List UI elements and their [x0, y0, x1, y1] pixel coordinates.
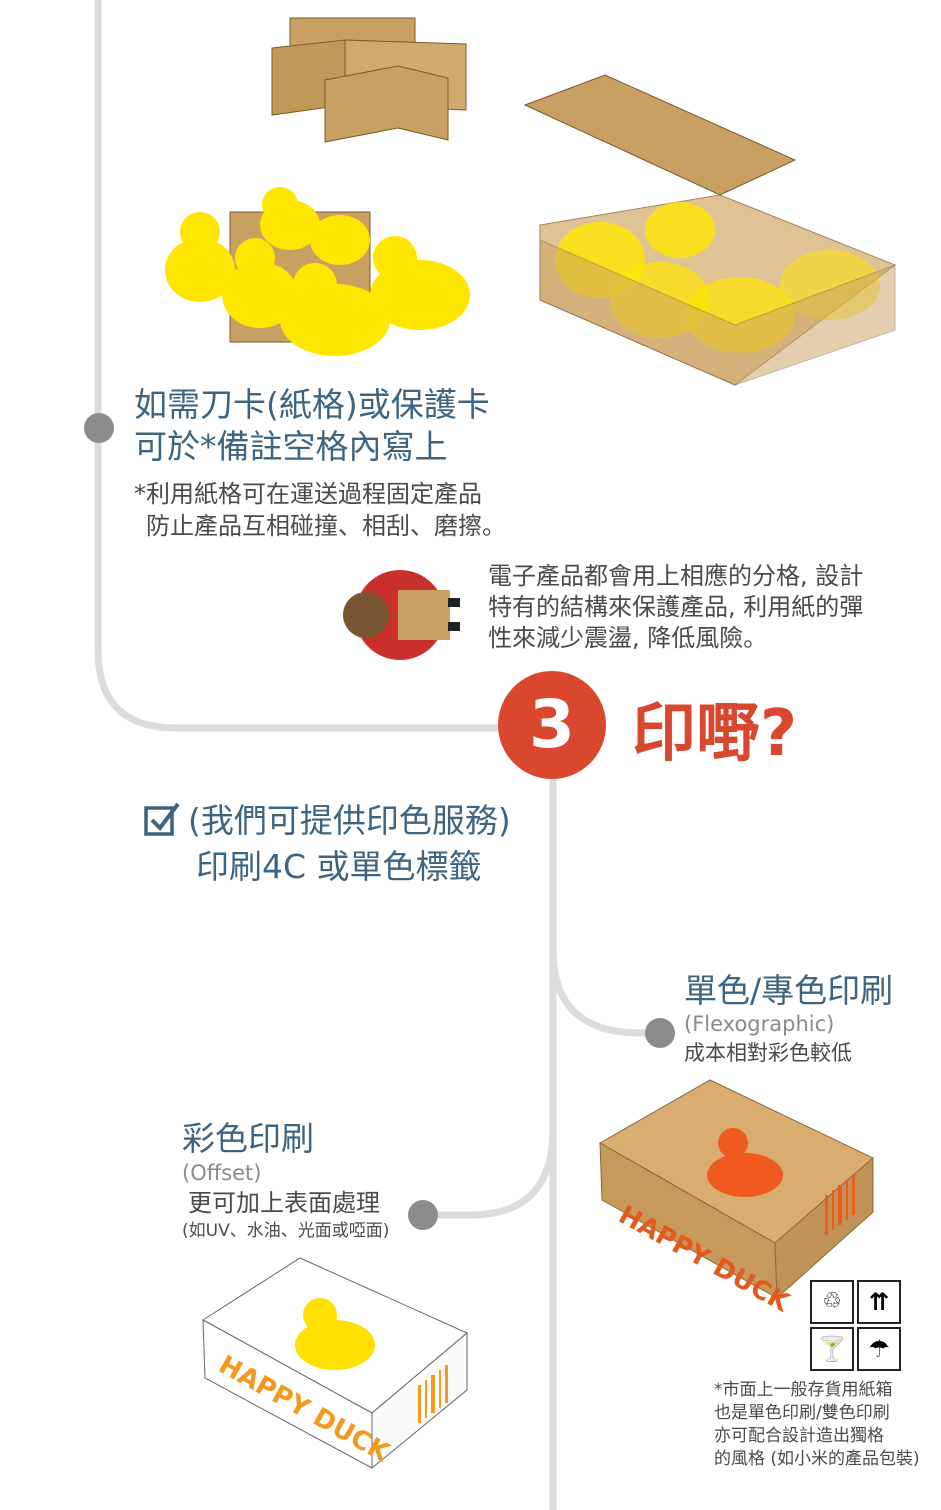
- timeline-upper: [94, 0, 500, 732]
- divider-title-line: 可於*備註空格內寫上: [134, 427, 448, 466]
- divider-note-line: 防止產品互相碰撞、相刮、磨擦。: [146, 512, 506, 540]
- offset-detail: (如UV、水油、光面或啞面): [182, 1221, 390, 1241]
- info-line: 性來減少震盪, 降低風險。: [488, 624, 768, 652]
- print-service-text: (我們可提供印色服務) 印刷4C 或單色標籤: [188, 798, 511, 890]
- flexo-note: *市面上一般存貨用紙箱 也是單色印刷/雙色印刷 亦可配合設計造出獨格 的風格 (…: [714, 1379, 920, 1471]
- person-carrying-box-illustration: [343, 570, 460, 660]
- offset-desc: 更可加上表面處理: [188, 1189, 380, 1217]
- keep-dry-umbrella-icon: ☂: [857, 1327, 901, 1371]
- flexo-note-line: 的風格 (如小米的產品包裝): [714, 1449, 920, 1469]
- node-dot: [645, 1018, 675, 1048]
- step-number: 3: [529, 686, 575, 763]
- branch-flexo: [549, 949, 660, 1037]
- checkbox-checked-icon: [143, 800, 180, 836]
- handling-icons: ♲ ⇈ 🍸 ☂: [810, 1280, 901, 1371]
- print-service-line: 印刷4C 或單色標籤: [196, 847, 482, 886]
- flexo-note-line: *市面上一般存貨用紙箱: [714, 1380, 893, 1400]
- divider-info: 電子產品都會用上相應的分格, 設計 特有的結構來保護產品, 利用紙的彈 性來減少…: [488, 561, 863, 654]
- offset-title: 彩色印刷: [182, 1119, 314, 1158]
- info-line: 特有的結構來保護產品, 利用紙的彈: [488, 593, 864, 621]
- divider-note-line: *利用紙格可在運送過程固定產品: [134, 480, 482, 508]
- step-title: 印嘢?: [632, 697, 798, 771]
- this-way-up-icon: ⇈: [857, 1280, 901, 1324]
- divider-title-line: 如需刀卡(紙格)或保護卡: [134, 385, 490, 424]
- flexo-box-illustration: [598, 1079, 874, 1300]
- flexo-note-line: 也是單色印刷/雙色印刷: [714, 1403, 890, 1423]
- glass-fragile-icon: 🍸: [810, 1327, 854, 1371]
- flexo-desc: 成本相對彩色較低: [684, 1041, 852, 1065]
- divider-note: *利用紙格可在運送過程固定產品 防止產品互相碰撞、相刮、磨擦。: [134, 478, 506, 542]
- offset-subtitle: (Offset): [182, 1161, 262, 1185]
- node-dot: [84, 413, 114, 443]
- flexo-note-line: 亦可配合設計造出獨格: [714, 1426, 884, 1446]
- branch-offset: [423, 1129, 557, 1219]
- offset-box-illustration: [202, 1257, 468, 1470]
- cardboard-divider-illustration: [271, 17, 467, 143]
- node-dot: [408, 1200, 438, 1230]
- divider-title: 如需刀卡(紙格)或保護卡 可於*備註空格內寫上: [134, 384, 490, 468]
- step-circle: [498, 671, 606, 779]
- flexo-subtitle: (Flexographic): [684, 1012, 835, 1036]
- flexo-title: 單色/專色印刷: [684, 971, 894, 1010]
- open-box-illustration: [523, 74, 897, 386]
- info-line: 電子產品都會用上相應的分格, 設計: [488, 562, 864, 590]
- print-service-line: (我們可提供印色服務): [188, 801, 511, 840]
- fragile-hands-icon: ♲: [810, 1280, 854, 1324]
- ducks-in-divider-illustration: [165, 187, 470, 356]
